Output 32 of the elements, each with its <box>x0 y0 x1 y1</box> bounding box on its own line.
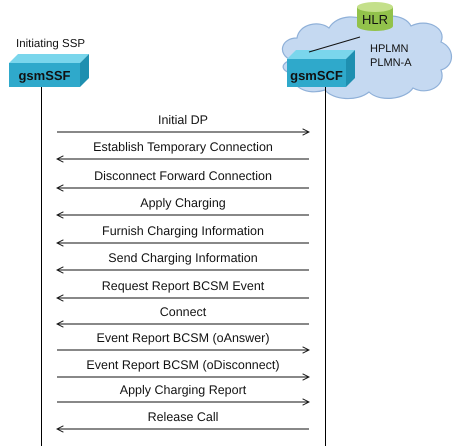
message-label: Request Report BCSM Event <box>102 279 264 294</box>
message-arrow <box>56 373 310 381</box>
message-arrow <box>56 155 310 163</box>
message-label: Furnish Charging Information <box>102 224 264 239</box>
message-arrow <box>56 346 310 354</box>
message-label: Event Report BCSM (oAnswer) <box>96 331 270 346</box>
message-arrow <box>56 128 310 136</box>
lifeline <box>325 87 326 446</box>
node-label: gsmSSF <box>17 68 72 83</box>
message-label: Disconnect Forward Connection <box>94 169 272 184</box>
message-arrow <box>56 211 310 219</box>
message-label: Establish Temporary Connection <box>93 140 273 155</box>
lifeline <box>41 87 42 446</box>
message-arrow <box>56 239 310 247</box>
message-label: Apply Charging Report <box>120 383 246 398</box>
connector-line <box>308 36 360 52</box>
message-label: Event Report BCSM (oDisconnect) <box>86 358 280 373</box>
node-label: HLR <box>360 12 389 27</box>
message-arrow <box>56 294 310 302</box>
node-heading: Initiating SSP <box>16 38 86 50</box>
message-label: Release Call <box>148 410 218 425</box>
node-label: gsmSCF <box>289 68 344 83</box>
message-arrow <box>56 398 310 406</box>
message-label: Connect <box>160 305 206 320</box>
message-arrow <box>56 266 310 274</box>
message-arrow <box>56 425 310 433</box>
message-label: Apply Charging <box>140 196 226 211</box>
message-arrow <box>56 184 310 192</box>
message-label: Initial DP <box>158 113 208 128</box>
network-label: HPLMN PLMN-A <box>370 42 413 70</box>
message-label: Send Charging Information <box>108 251 258 266</box>
message-arrow <box>56 320 310 328</box>
